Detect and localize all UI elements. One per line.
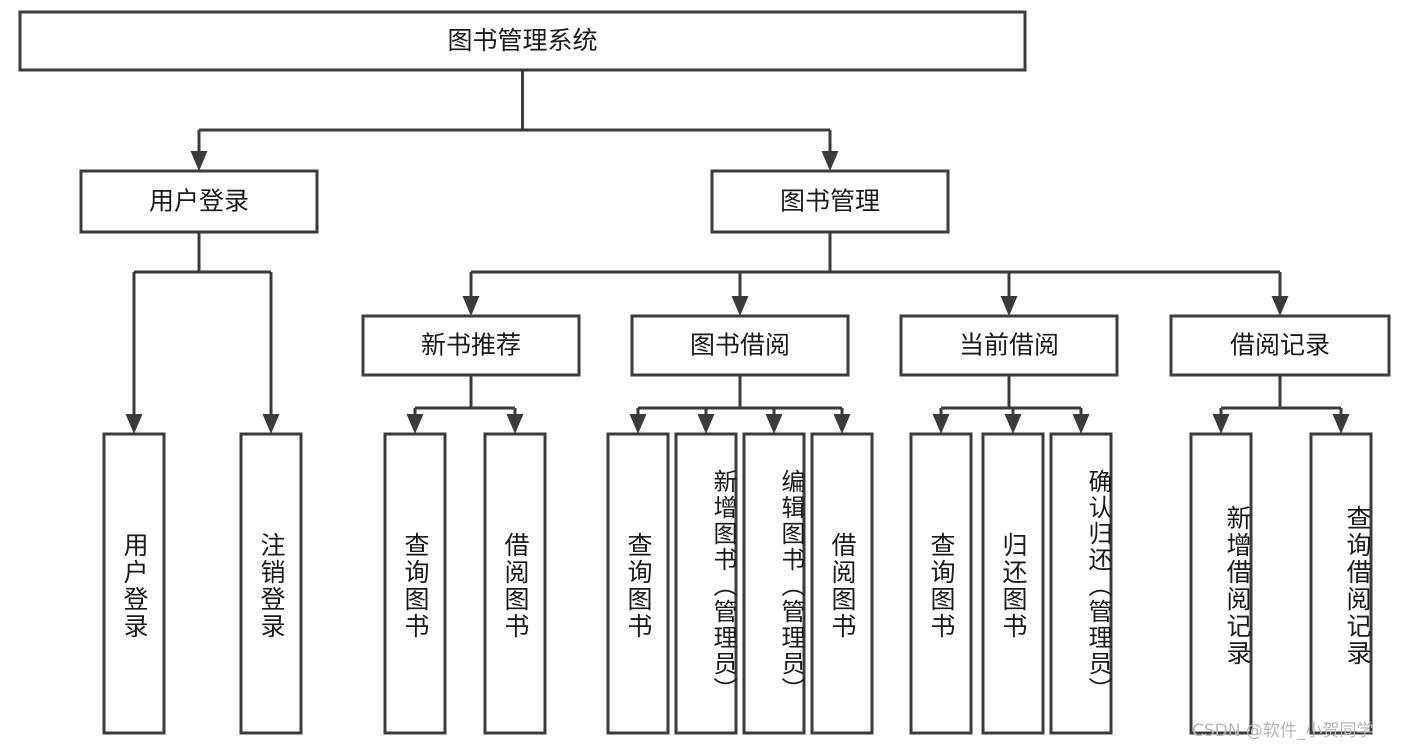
csdn-watermark: CSDN @软件_小贺同学 — [1192, 721, 1374, 741]
arrow-head-leaf-user-logout — [262, 414, 280, 434]
node-leaf-user-login[interactable] — [102, 432, 166, 735]
boxes-layer — [18, 10, 1391, 735]
node-book-borrow-label: 图书借阅 — [690, 331, 790, 360]
node-leaf-confirm-return[interactable] — [1049, 432, 1113, 735]
node-user-login-label: 用户登录 — [149, 187, 249, 216]
node-leaf-query-book-borrow[interactable] — [606, 432, 670, 735]
node-book-borrow[interactable] — [630, 314, 850, 377]
arrow-head-book-borrow — [731, 296, 749, 316]
node-book-manage-label: 图书管理 — [780, 187, 880, 216]
node-leaf-query-borrow-record[interactable] — [1309, 432, 1373, 735]
arrow-head-borrow-record — [1271, 296, 1289, 316]
arrow-head-leaf-confirm-return — [1072, 414, 1090, 434]
node-borrow-record-label: 借阅记录 — [1230, 331, 1330, 360]
node-leaf-query-book-recommend[interactable] — [383, 432, 447, 735]
arrow-head-leaf-borrow-book-recommend — [506, 414, 524, 434]
arrow-head-new-book-recommend — [462, 296, 480, 316]
arrow-head-leaf-user-login — [125, 414, 143, 434]
arrow-head-leaf-borrow-book — [833, 414, 851, 434]
node-new-book-recommend-label: 新书推荐 — [421, 331, 521, 360]
arrow-head-leaf-query-borrow-record — [1332, 414, 1350, 434]
arrow-head-leaf-add-book — [697, 414, 715, 434]
node-current-borrow[interactable] — [899, 314, 1119, 377]
node-root[interactable] — [18, 10, 1027, 72]
node-leaf-borrow-book-recommend[interactable] — [483, 432, 547, 735]
node-borrow-record[interactable] — [1169, 314, 1391, 377]
node-leaf-user-logout[interactable] — [239, 432, 303, 735]
node-leaf-return-book[interactable] — [981, 432, 1045, 735]
node-current-borrow-label: 当前借阅 — [959, 331, 1059, 360]
node-book-manage[interactable] — [710, 169, 950, 234]
arrow-head-leaf-add-borrow-record — [1212, 414, 1230, 434]
arrow-head-book-manage — [821, 151, 839, 171]
arrow-head-leaf-query-book-current — [932, 414, 950, 434]
arrow-head-user-login — [190, 151, 208, 171]
arrow-head-leaf-edit-book — [765, 414, 783, 434]
arrow-head-leaf-return-book — [1004, 414, 1022, 434]
arrow-head-leaf-query-book-recommend — [406, 414, 424, 434]
node-leaf-add-book[interactable] — [674, 432, 738, 735]
node-new-book-recommend[interactable] — [361, 314, 581, 377]
node-root-label: 图书管理系统 — [447, 26, 597, 55]
node-user-login[interactable] — [79, 169, 319, 234]
node-leaf-add-borrow-record[interactable] — [1189, 432, 1253, 735]
node-leaf-borrow-book[interactable] — [810, 432, 874, 735]
arrow-head-leaf-query-book-borrow — [629, 414, 647, 434]
node-leaf-query-book-current[interactable] — [909, 432, 973, 735]
node-leaf-edit-book[interactable] — [742, 432, 806, 735]
edges-layer — [125, 70, 1350, 434]
arrow-head-current-borrow — [1000, 296, 1018, 316]
